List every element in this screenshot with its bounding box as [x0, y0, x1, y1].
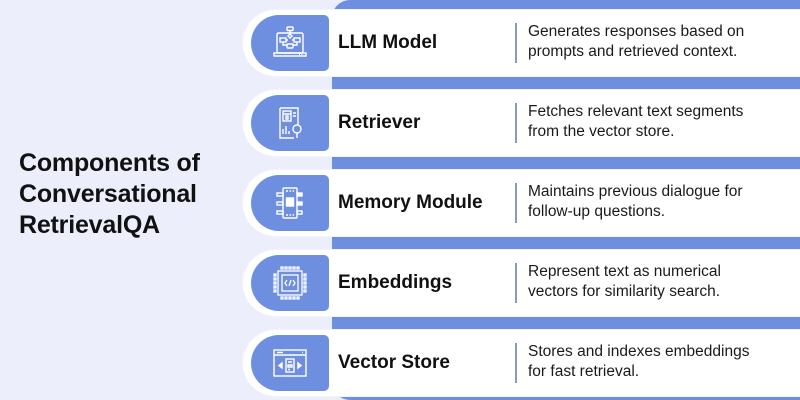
component-description: Generates responses based on prompts and…	[528, 22, 793, 62]
memory-chip-icon	[276, 187, 303, 219]
icon-tab	[251, 95, 329, 151]
code-chip-icon	[273, 266, 307, 300]
divider	[515, 23, 517, 63]
component-card-retriever: Retriever Fetches relevant text segments…	[243, 90, 800, 156]
component-description: Maintains previous dialogue for follow-u…	[528, 182, 793, 222]
divider	[515, 343, 517, 383]
document-search-icon	[279, 107, 302, 139]
title-line: Components of	[19, 149, 200, 177]
component-name: Memory Module	[338, 192, 483, 213]
description-line: Fetches relevant text segments	[528, 103, 744, 120]
component-card-vector-store: Vector Store Stores and indexes embeddin…	[243, 330, 800, 396]
component-description: Represent text as numerical vectors for …	[528, 262, 793, 302]
component-description: Stores and indexes embeddings for fast r…	[528, 342, 793, 382]
icon-tab	[251, 15, 329, 71]
description-line: for fast retrieval.	[528, 363, 640, 380]
component-name: Embeddings	[338, 272, 453, 293]
component-description: Fetches relevant text segments from the …	[528, 102, 793, 142]
component-card-llm-model: LLM Model Generates responses based on p…	[243, 10, 800, 76]
description-line: Generates responses based on	[528, 23, 745, 40]
component-name: LLM Model	[338, 32, 438, 53]
laptop-flowchart-icon	[273, 26, 307, 57]
divider	[515, 263, 517, 303]
description-line: prompts and retrieved context.	[528, 43, 738, 60]
icon-tab	[251, 255, 329, 311]
component-card-memory-module: Memory Module Maintains previous dialogu…	[243, 170, 800, 236]
description-line: Maintains previous dialogue for	[528, 183, 743, 200]
page-title: Components of Conversational RetrievalQA	[19, 148, 239, 241]
description-line: vectors for similarity search.	[528, 283, 721, 300]
component-name: Retriever	[338, 112, 421, 133]
icon-tab	[251, 175, 329, 231]
browser-storage-icon	[273, 349, 307, 377]
title-line: Conversational	[19, 180, 197, 208]
title-line: RetrievalQA	[19, 211, 160, 239]
description-line: from the vector store.	[528, 123, 675, 140]
divider	[515, 103, 517, 143]
description-line: Represent text as numerical	[528, 263, 721, 280]
divider	[515, 183, 517, 223]
icon-tab	[251, 335, 329, 391]
component-card-embeddings: Embeddings Represent text as numerical v…	[243, 250, 800, 316]
component-name: Vector Store	[338, 352, 450, 373]
description-line: follow-up questions.	[528, 203, 665, 220]
description-line: Stores and indexes embeddings	[528, 343, 750, 360]
